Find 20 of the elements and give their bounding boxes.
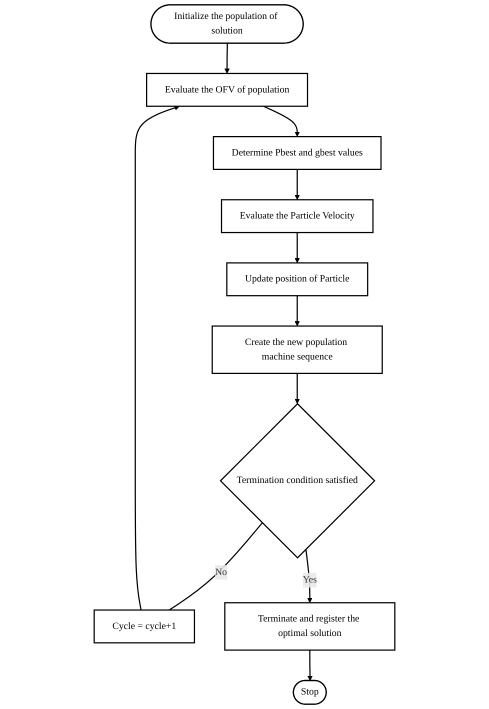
node-box: Evaluate the OFV of population	[146, 72, 308, 107]
node-box: Update position of Particle	[226, 262, 368, 296]
node-box: Cycle = cycle+1	[94, 609, 196, 644]
node-diamond: Termination condition satisfied	[220, 402, 376, 559]
arrow	[294, 296, 300, 326]
arrow	[307, 650, 313, 681]
edge-label: No	[215, 566, 227, 578]
arrow	[134, 105, 180, 610]
connector	[168, 522, 263, 611]
arrow	[294, 373, 300, 404]
arrow	[263, 106, 300, 137]
arrow	[294, 169, 300, 200]
node-box: Evaluate the Particle Velocity	[220, 199, 374, 234]
edge-label: Yes	[302, 574, 317, 586]
arrow	[294, 232, 300, 264]
node-box: Create the new population machine sequence	[212, 325, 383, 374]
arrow	[224, 43, 230, 74]
node-box: Terminate and register the optimal solution	[224, 602, 396, 651]
arrow	[305, 549, 312, 603]
node-box: Determine Pbest and gbest values	[212, 136, 382, 170]
